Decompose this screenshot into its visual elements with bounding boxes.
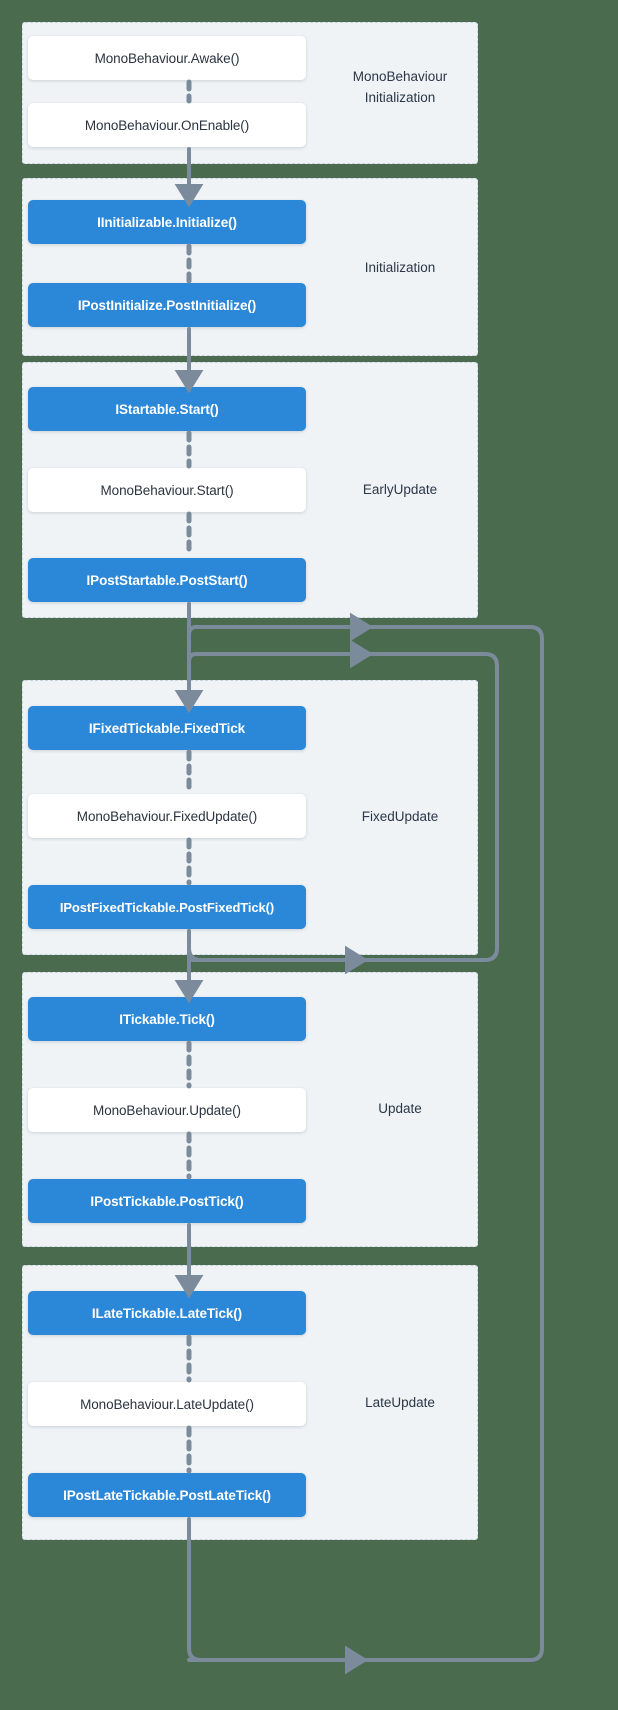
node-mb-onenable[interactable]: MonoBehaviour.OnEnable() xyxy=(28,103,306,147)
node-iinitializable-initialize[interactable]: IInitializable.Initialize() xyxy=(28,200,306,244)
group-label-line: MonoBehaviour xyxy=(352,69,448,84)
node-ipostfixedtickable-postfixedtick[interactable]: IPostFixedTickable.PostFixedTick() xyxy=(28,885,306,929)
node-mb-lateupdate[interactable]: MonoBehaviour.LateUpdate() xyxy=(28,1382,306,1426)
node-istartable-start[interactable]: IStartable.Start() xyxy=(28,387,306,431)
node-itickable-tick[interactable]: ITickable.Tick() xyxy=(28,997,306,1041)
node-mb-fixedupdate[interactable]: MonoBehaviour.FixedUpdate() xyxy=(28,794,306,838)
group-label-line: Initialization xyxy=(364,90,436,105)
node-iposttickable-posttick[interactable]: IPostTickable.PostTick() xyxy=(28,1179,306,1223)
node-mb-update[interactable]: MonoBehaviour.Update() xyxy=(28,1088,306,1132)
group-label-line: EarlyUpdate xyxy=(362,482,438,497)
group-label-line: Update xyxy=(378,1101,422,1116)
group-label-initialization: Initialization xyxy=(330,257,470,278)
node-mb-awake[interactable]: MonoBehaviour.Awake() xyxy=(28,36,306,80)
node-mb-start[interactable]: MonoBehaviour.Start() xyxy=(28,468,306,512)
node-ipostinitialize-postinitialize[interactable]: IPostInitialize.PostInitialize() xyxy=(28,283,306,327)
group-label-line: LateUpdate xyxy=(365,1395,435,1410)
node-ipostlatetickable-postlatetick[interactable]: IPostLateTickable.PostLateTick() xyxy=(28,1473,306,1517)
node-ilatetickable-latetick[interactable]: ILateTickable.LateTick() xyxy=(28,1291,306,1335)
loop-entry-stub-postlatetick xyxy=(187,1517,203,1662)
group-label-fixedupdate: FixedUpdate xyxy=(330,806,470,827)
node-ipoststartable-poststart[interactable]: IPostStartable.PostStart() xyxy=(28,558,306,602)
group-label-earlyupdate: EarlyUpdate xyxy=(330,479,470,500)
group-label-lateupdate: LateUpdate xyxy=(330,1392,470,1413)
group-label-monobehaviour-initialization: MonoBehaviour Initialization xyxy=(330,66,470,108)
node-ifixedtickable-fixedtick[interactable]: IFixedTickable.FixedTick xyxy=(28,706,306,750)
group-label-update: Update xyxy=(330,1098,470,1119)
group-label-line: FixedUpdate xyxy=(361,809,439,824)
group-label-line: Initialization xyxy=(364,260,436,275)
